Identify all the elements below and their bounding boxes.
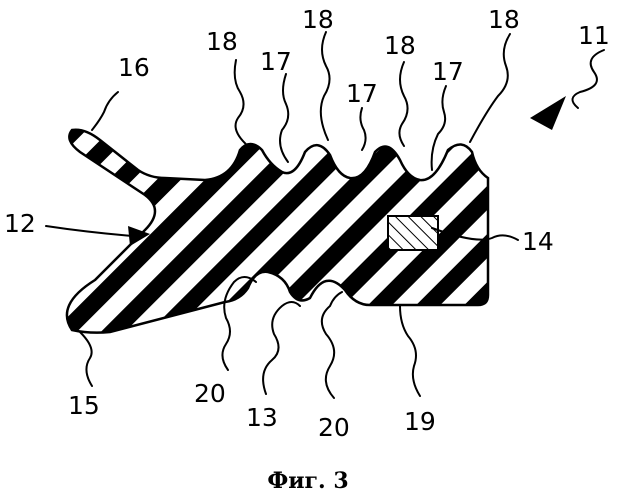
leader-line-18c xyxy=(399,62,407,146)
label-18a: 18 xyxy=(206,27,238,56)
leader-line-12 xyxy=(46,226,132,236)
label-20a: 20 xyxy=(194,379,226,408)
label-17a: 17 xyxy=(260,47,292,76)
arrow-11-icon xyxy=(530,96,566,130)
label-20b: 20 xyxy=(318,413,350,442)
label-13: 13 xyxy=(246,403,278,432)
leader-line-18d xyxy=(470,34,510,142)
leader-line-17a xyxy=(280,74,288,162)
label-17c: 17 xyxy=(432,57,464,86)
label-15: 15 xyxy=(68,391,100,420)
label-14: 14 xyxy=(522,227,554,256)
leader-line-13 xyxy=(263,302,300,394)
label-11: 11 xyxy=(578,21,610,50)
leader-line-16 xyxy=(92,92,118,130)
leader-line-18a xyxy=(235,60,248,146)
label-16: 16 xyxy=(118,53,150,82)
label-18c: 18 xyxy=(384,31,416,60)
insert-block xyxy=(388,216,438,250)
leader-line-18b xyxy=(321,32,330,140)
leader-line-19 xyxy=(400,306,420,396)
leader-line-15 xyxy=(80,332,92,386)
label-17b: 17 xyxy=(346,79,378,108)
label-18b: 18 xyxy=(302,5,334,34)
label-18d: 18 xyxy=(488,5,520,34)
label-19: 19 xyxy=(404,407,436,436)
leader-line-20b xyxy=(322,292,342,398)
leader-line-17b xyxy=(360,108,365,150)
leader-line-11 xyxy=(572,50,604,108)
label-12: 12 xyxy=(4,209,36,238)
figure-caption: Фиг. 3 xyxy=(267,468,348,494)
